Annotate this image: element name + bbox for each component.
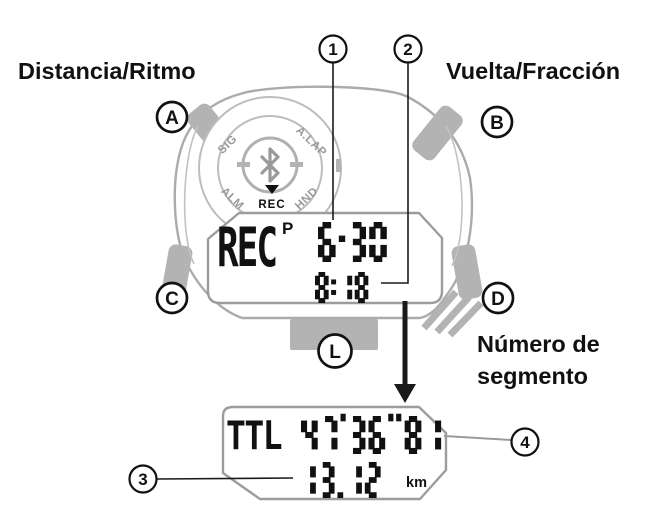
bezel-indicator-rec: REC [258,199,285,211]
lcd-unit-km: km [406,475,427,491]
callout-line-2 [381,62,409,284]
number-callout-3-label: 3 [138,470,147,489]
number-callout-1-label: 1 [328,40,337,59]
lcd-total-time-value [301,413,442,454]
button-callout-b-label: B [490,113,504,134]
button-callout-c-label: C [165,289,179,310]
number-callout-4: 4 [510,427,540,457]
callout-line-3 [156,477,294,480]
label-lap-split: Vuelta/Fracción [446,58,620,84]
case-inner-line-right [445,125,463,267]
label-distance-pace: Distancia/Ritmo [18,58,196,84]
lcd-mode-rec: REC [217,215,276,279]
label-segment-number-line2: segmento [477,363,588,389]
band-stripes [421,289,484,338]
segment-lcd-panel [221,405,448,501]
flow-arrow [394,301,416,403]
bezel-pointer-icon [265,185,279,194]
number-callout-1: 1 [318,34,348,64]
number-callout-4-label: 4 [520,433,530,452]
callout-line-4 [443,435,512,441]
button-callout-b: B [480,105,514,139]
pusher-top-right [412,105,463,161]
button-callout-d-label: D [491,289,505,310]
button-callout-a-label: A [165,108,179,129]
pusher-right [451,244,483,300]
bluetooth-icon [260,147,280,183]
lcd-superscript-p: P [282,219,293,238]
button-callout-l-circle [317,333,353,369]
button-callout-d: D [481,281,515,315]
lcd-distance-value [310,462,381,498]
label-segment-number-line1: Número de [477,331,600,357]
lcd-pace-value [318,222,387,262]
watch-illustration: SIG A.LAP ALM HND REC REC P L [161,85,484,369]
segment-lcd: TTL km [221,405,448,501]
number-callout-2-label: 2 [403,40,412,59]
button-callout-a: A [155,100,189,134]
bezel-tick-right [336,159,341,172]
button-callout-c: C [155,281,189,315]
button-callout-l: L [329,342,341,363]
case-inner-line-left [183,125,199,265]
lcd-secondary-value [315,272,369,303]
number-callout-2: 2 [393,34,423,64]
bezel-dial: SIG A.LAP ALM HND REC [198,96,342,240]
bezel-dash-left [237,162,250,167]
bezel-dash-right [290,162,303,167]
number-callout-3: 3 [128,464,158,494]
lcd-prefix-ttl: TTL [226,412,282,459]
